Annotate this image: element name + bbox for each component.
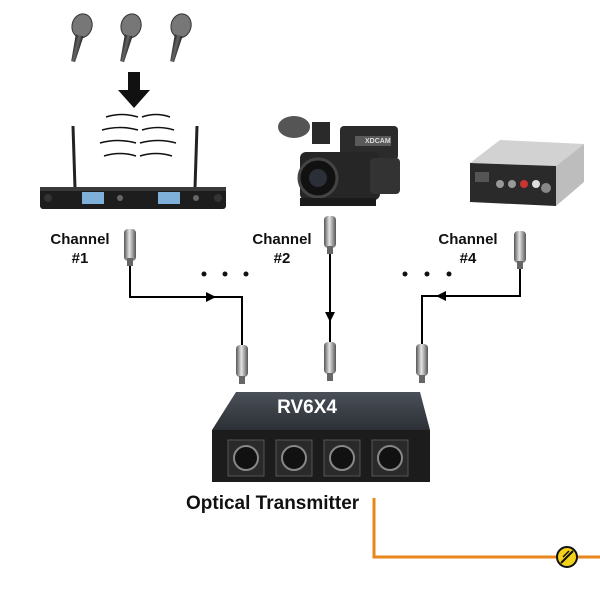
xlr-panel-socket [275, 439, 313, 477]
microphone-icon [120, 13, 142, 63]
channel-4-label-line1: Channel [438, 231, 498, 248]
ellipsis-right [402, 271, 452, 277]
xlr-connector-icon [236, 345, 248, 384]
channel-4-label-line2: #4 [459, 250, 477, 267]
optical-transmitter-device [212, 392, 430, 482]
ellipsis-left [201, 271, 249, 277]
channel-1-label: Channel #1 [40, 230, 120, 268]
xlr-connector-icon [514, 231, 526, 269]
device-model-label: RV6X4 [277, 397, 337, 418]
signal-arrows [206, 291, 446, 322]
channel-2-label-line2: #2 [273, 250, 291, 267]
channel-1-label-line2: #1 [71, 250, 89, 267]
camcorder-brand-badge: XDCAM [365, 138, 391, 145]
fiber-cable [372, 498, 600, 559]
wireless-receiver-icon [40, 125, 226, 209]
audio-device-icon [470, 140, 584, 206]
xlr-panel-socket [227, 439, 265, 477]
channel-2-label: Channel #2 [242, 230, 322, 268]
xlr-connector-icon [324, 216, 336, 254]
microphone-icon [71, 13, 93, 63]
xlr-panel-socket [371, 439, 409, 477]
down-arrow-icon [118, 72, 150, 108]
camcorder-icon [278, 116, 400, 206]
channel-4-label: Channel #4 [428, 230, 508, 268]
xlr-connector-icon [124, 229, 136, 266]
channel-2-label-line1: Channel [252, 231, 312, 248]
microphone-icon [170, 13, 192, 63]
xlr-panel-socket [323, 439, 361, 477]
fiber-connector-icon [556, 546, 578, 568]
signal-lines [129, 254, 521, 345]
wireless-waves [99, 113, 177, 157]
xlr-connector-icon [324, 342, 336, 381]
channel-1-label-line1: Channel [50, 231, 110, 248]
device-caption: Optical Transmitter [186, 493, 360, 514]
xlr-connector-icon [416, 344, 428, 383]
